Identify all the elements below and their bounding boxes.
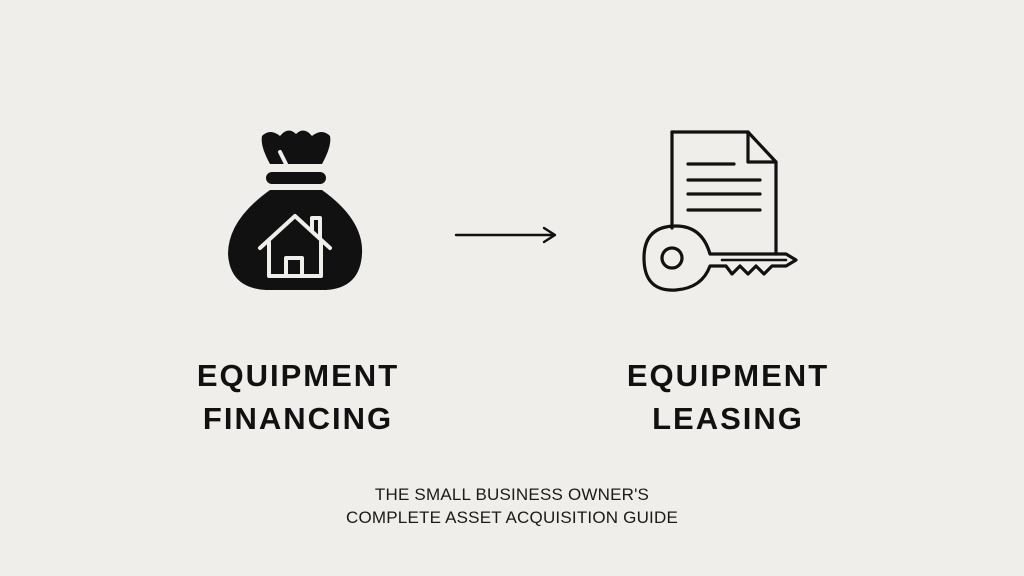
label-line: FINANCING bbox=[202, 401, 394, 436]
label-line: EQUIPMENT bbox=[196, 358, 400, 393]
label-line: LEASING bbox=[652, 401, 804, 436]
arrow-right-icon bbox=[454, 226, 557, 244]
equipment-leasing-label: EQUIPMENT LEASING bbox=[578, 354, 878, 440]
label-line: EQUIPMENT bbox=[626, 358, 830, 393]
equipment-financing-label: EQUIPMENT FINANCING bbox=[148, 354, 448, 440]
guide-subtitle: THE SMALL BUSINESS OWNER'S COMPLETE ASSE… bbox=[212, 483, 812, 529]
subtitle-line: COMPLETE ASSET ACQUISITION GUIDE bbox=[346, 508, 678, 527]
money-bag-with-house-icon bbox=[228, 130, 363, 290]
subtitle-line: THE SMALL BUSINESS OWNER'S bbox=[374, 485, 650, 504]
document-with-key-icon bbox=[642, 130, 798, 292]
